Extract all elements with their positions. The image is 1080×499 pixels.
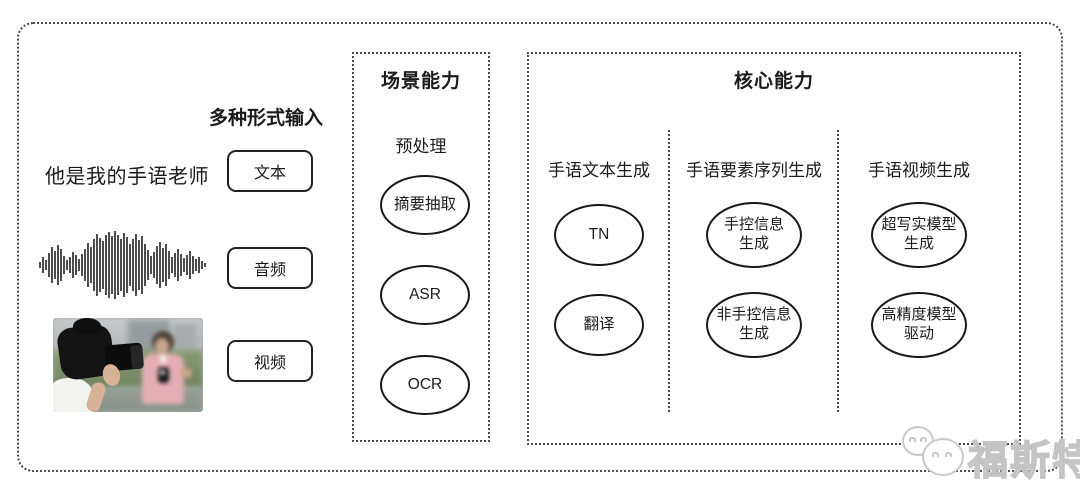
scene-capability-box: 场景能力 预处理 摘要抽取 ASR OCR	[352, 52, 490, 442]
node-tn: TN	[554, 204, 644, 266]
reporter-face	[154, 338, 169, 355]
reporter-hand	[179, 368, 192, 379]
microphone-logo	[159, 369, 165, 375]
node-hyperrealistic-model-generation: 超写实模型 生成	[871, 202, 967, 268]
node-summary-extraction: 摘要抽取	[380, 175, 470, 235]
bubble-eye-icon	[909, 437, 916, 442]
node-label: 摘要抽取	[393, 196, 456, 214]
column-header-video-generation: 手语视频生成	[868, 161, 970, 180]
bubble-eye-icon	[920, 437, 927, 442]
core-capability-title: 核心能力	[733, 71, 814, 92]
modality-box-audio: 音频	[227, 247, 313, 289]
node-label-line1: 非手控信息	[716, 306, 792, 324]
node-label: 翻译	[583, 316, 615, 334]
node-label-line2: 驱动	[903, 325, 934, 342]
node-asr: ASR	[380, 265, 470, 325]
column-divider	[837, 130, 839, 412]
modality-box-video: 视频	[227, 340, 313, 382]
watermark: 福斯特	[896, 420, 1080, 484]
modality-label-video: 视频	[253, 355, 286, 372]
watermark-text: 福斯特	[967, 438, 1080, 484]
node-label-line2: 生成	[903, 235, 934, 252]
bubble-eye-icon	[945, 452, 952, 457]
photo-reporter	[136, 331, 192, 412]
node-ocr: OCR	[380, 355, 470, 415]
core-capability-box: 核心能力 手语文本生成 手语要素序列生成 手语视频生成 TN 翻译 手控信息 生…	[527, 52, 1021, 445]
reporter-microphone	[158, 366, 170, 383]
modality-box-text: 文本	[227, 150, 313, 192]
node-label: ASR	[409, 286, 441, 304]
camera-reporter-photo	[53, 318, 203, 412]
bubble-eye-icon	[932, 452, 939, 457]
node-label-line1: 超写实模型	[881, 216, 957, 234]
reporter-shirt	[159, 355, 168, 368]
outer-dotted-border	[17, 22, 1063, 472]
audio-waveform-icon	[39, 231, 206, 299]
node-label: TN	[588, 226, 610, 244]
sample-sentence-text: 他是我的手语老师	[45, 166, 209, 188]
camera-lens-ring	[129, 344, 145, 370]
modality-label-audio: 音频	[253, 262, 286, 279]
column-header-text-generation: 手语文本生成	[548, 161, 650, 180]
chat-bubble-icon	[922, 438, 964, 476]
input-section-title: 多种形式输入	[208, 108, 323, 129]
node-manual-info-generation: 手控信息 生成	[706, 202, 802, 268]
column-divider	[668, 130, 670, 412]
camera-top	[73, 318, 101, 334]
node-label-line1: 手控信息	[723, 216, 784, 234]
node-label-line2: 生成	[738, 325, 769, 342]
scene-capability-title: 场景能力	[380, 71, 461, 92]
node-label-line2: 生成	[738, 235, 769, 252]
preprocess-label: 预处理	[395, 137, 447, 156]
photo-building	[173, 323, 197, 350]
modality-label-text: 文本	[253, 165, 286, 182]
node-translation: 翻译	[554, 294, 644, 356]
node-high-precision-model-driving: 高精度模型 驱动	[871, 292, 967, 358]
column-header-element-sequence-generation: 手语要素序列生成	[686, 161, 822, 180]
node-non-manual-info-generation: 非手控信息 生成	[706, 292, 802, 358]
node-label-line1: 高精度模型	[881, 306, 957, 324]
node-label: OCR	[407, 376, 443, 394]
